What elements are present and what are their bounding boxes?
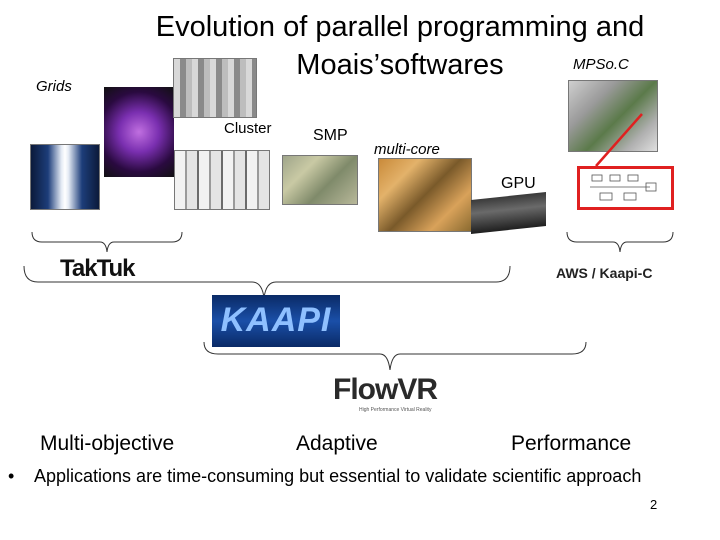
grids-cluster-brace xyxy=(31,231,183,253)
smp-label: SMP xyxy=(313,127,348,144)
block-diagram-icon xyxy=(590,174,657,201)
flowvr-logo: FlowVR High Performance Virtual Reality xyxy=(333,373,438,415)
cluster-racks-image xyxy=(174,150,270,210)
cluster-label: Cluster xyxy=(224,120,272,137)
bullet-text: Applications are time-consuming but esse… xyxy=(34,466,642,486)
flowvr-tagline: High Performance Virtual Reality xyxy=(359,407,432,413)
cluster-shelves-image xyxy=(173,58,257,118)
aws-kaapi-c-label: AWS / Kaapi-C xyxy=(556,265,653,281)
gpu-label: GPU xyxy=(501,175,536,192)
multicore-die-image xyxy=(378,158,472,232)
mpsoc-board-image xyxy=(568,80,658,152)
supercomputer-image xyxy=(30,144,100,210)
goal-performance: Performance xyxy=(511,432,632,455)
goal-multi-objective: Multi-objective xyxy=(40,432,175,455)
goal-adaptive: Adaptive xyxy=(296,432,378,455)
grids-label: Grids xyxy=(36,78,72,95)
slide-title: Evolution of parallel programming and Mo… xyxy=(155,11,645,81)
flowvr-logo-text: FlowVR xyxy=(333,373,438,406)
mpsoc-diagram-box xyxy=(577,166,674,210)
smp-board-image xyxy=(282,155,358,205)
grid-network-image xyxy=(104,87,174,177)
mpsoc-brace xyxy=(566,231,674,253)
page-number: 2 xyxy=(650,497,658,512)
multicore-label: multi-core xyxy=(374,141,440,158)
kaapi-logo: KAAPI xyxy=(212,295,340,347)
highlight-connector-line xyxy=(595,113,643,167)
flowvr-brace xyxy=(203,341,587,371)
taktuk-logo: TakTuk xyxy=(60,255,135,282)
kaapi-logo-text: KAAPI xyxy=(220,301,332,339)
mpsoc-label: MPSo.C xyxy=(573,56,629,73)
bullet-dot: • xyxy=(8,466,15,486)
gpu-card-image xyxy=(471,192,546,234)
